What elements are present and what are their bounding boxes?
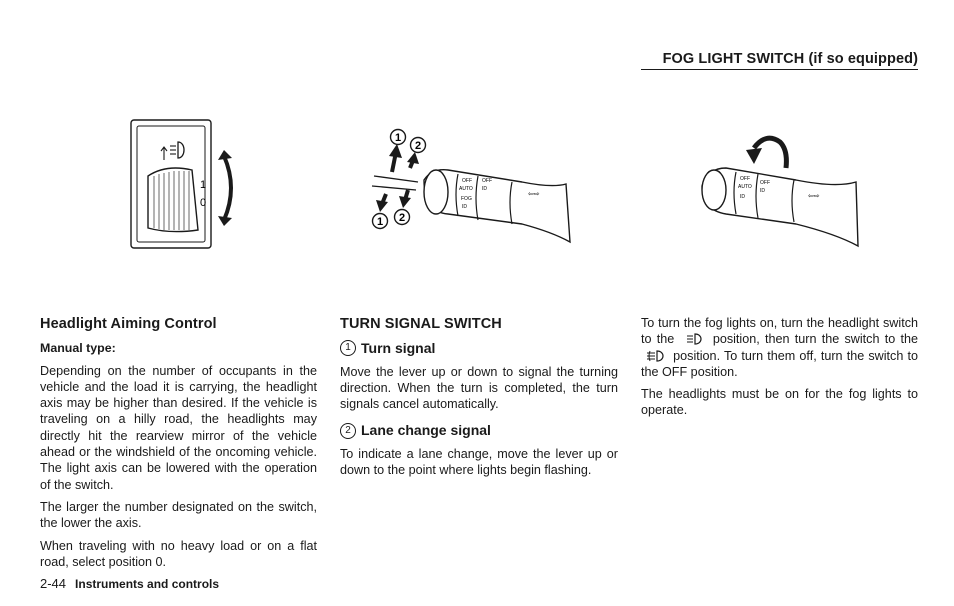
fog-lever-body xyxy=(701,167,859,248)
fog-label-off: OFF xyxy=(740,176,750,182)
step-1-badge: 1 xyxy=(340,340,356,357)
fog-text-part-b: position, then turn the switch to the xyxy=(712,332,919,347)
lever-label-id-2: ID xyxy=(462,204,467,210)
fog-text-part-a: To turn the fog lights on, turn the head… xyxy=(641,316,918,347)
svg-text:2: 2 xyxy=(399,212,405,224)
fog-label-off-2: OFF xyxy=(760,180,770,186)
subheading-manual-type: Manual type: xyxy=(40,341,116,356)
step-2-title: Lane change signal xyxy=(361,422,491,439)
lever-label-fog: FOG xyxy=(461,196,472,202)
rotate-arrow-icon xyxy=(218,150,233,226)
turn-signal-lever-figure: 1 2 1 2 OFF OFF AUTO ID FOG ID ⇦⇨ xyxy=(371,128,571,244)
column-fog-light: To turn the fog lights on, turn the head… xyxy=(641,315,918,425)
section-header-fog-light: FOG LIGHT SWITCH (if so equipped) xyxy=(641,51,918,70)
headlight-aiming-figure: 1 0 xyxy=(130,119,233,249)
column-headlight-aiming: Headlight Aiming Control Manual type: De… xyxy=(40,316,317,576)
paragraph-aiming-2: The larger the number designated on the … xyxy=(40,499,317,531)
column-turn-signal: TURN SIGNAL SWITCH 1 Turn signal Move th… xyxy=(340,316,618,484)
dial-number-0: 0 xyxy=(200,197,206,209)
badge-1-top: 1 xyxy=(389,128,407,146)
step-2-badge: 2 xyxy=(340,422,356,439)
step-1-title: Turn signal xyxy=(361,340,436,357)
badge-2-top: 2 xyxy=(409,136,427,154)
lever-beam-icon: ⇦⇨ xyxy=(528,190,540,198)
page-number: 2-44 xyxy=(40,576,67,591)
lever-body xyxy=(423,169,571,244)
fog-beam-icon: ⇦⇨ xyxy=(808,192,820,200)
headlight-aiming-icon xyxy=(160,141,185,160)
lever-label-off: OFF xyxy=(462,178,472,184)
headlight-icon xyxy=(686,333,702,345)
fog-light-icon xyxy=(647,349,664,362)
footer-section-title: Instruments and controls xyxy=(75,577,220,591)
fog-label-id-2: ID xyxy=(760,188,765,194)
fog-label-auto: AUTO xyxy=(738,184,752,190)
paragraph-fog-2: The headlights must be on for the fog li… xyxy=(641,387,918,418)
page-footer: 2-44 Instruments and controls xyxy=(40,576,219,591)
fog-label-id: ID xyxy=(740,194,745,200)
lever-label-auto: AUTO xyxy=(459,186,473,192)
badge-2-bottom: 2 xyxy=(393,208,411,226)
lever-label-id: ID xyxy=(482,186,487,192)
aiming-dial xyxy=(147,167,199,233)
up-down-arrows-icon xyxy=(371,144,419,212)
paragraph-turn-signal: Move the lever up or down to signal the … xyxy=(340,364,618,412)
paragraph-lane-change: To indicate a lane change, move the leve… xyxy=(340,446,618,478)
svg-text:1: 1 xyxy=(395,132,401,144)
svg-text:1: 1 xyxy=(377,216,383,228)
badge-1-bottom: 1 xyxy=(371,212,389,230)
dial-number-1: 1 xyxy=(200,179,206,191)
svg-text:2: 2 xyxy=(415,140,421,152)
step-turn-signal: 1 Turn signal xyxy=(340,340,618,357)
fog-text-part-c: position. To turn them off, turn the swi… xyxy=(641,348,918,379)
heading-turn-signal-switch: TURN SIGNAL SWITCH xyxy=(340,316,502,332)
paragraph-aiming-3: When traveling with no heavy load or on … xyxy=(40,538,317,569)
heading-headlight-aiming: Headlight Aiming Control xyxy=(40,316,217,332)
step-lane-change: 2 Lane change signal xyxy=(340,422,618,439)
fog-light-lever-figure: OFF AUTO ID OFF ID ⇦⇨ xyxy=(701,135,859,248)
paragraph-fog-1: To turn the fog lights on, turn the head… xyxy=(641,315,918,380)
paragraph-aiming-1: Depending on the number of occupants in … xyxy=(40,363,317,492)
lever-label-off-2: OFF xyxy=(482,178,492,184)
rotate-fog-arrow-icon xyxy=(746,135,789,169)
